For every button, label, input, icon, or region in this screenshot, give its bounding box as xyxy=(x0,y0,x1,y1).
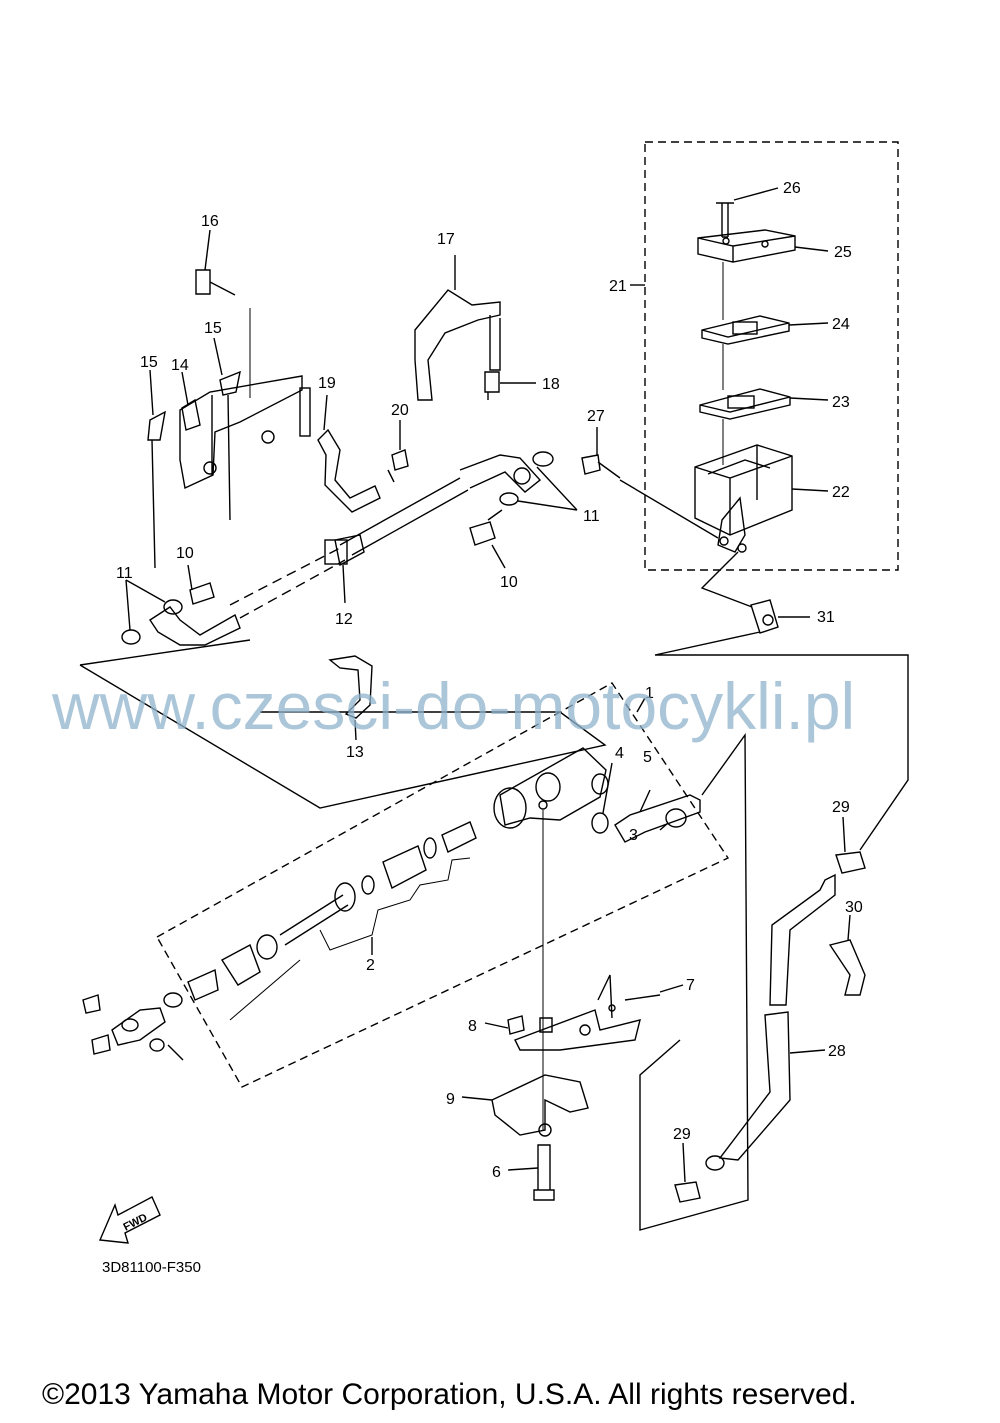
callout-10a: 10 xyxy=(176,545,194,562)
bracket-19 xyxy=(317,428,381,513)
fwd-arrow xyxy=(98,1196,161,1244)
bracket-7 xyxy=(514,974,641,1051)
callout-5: 5 xyxy=(643,749,652,766)
callout-6: 6 xyxy=(492,1164,501,1181)
screw-26 xyxy=(716,202,734,238)
diaphragm-23 xyxy=(699,388,791,420)
fwd-label: FWD xyxy=(122,1212,150,1234)
callout-21: 21 xyxy=(609,278,627,295)
bolt-10a xyxy=(189,582,215,605)
piston-assembly xyxy=(441,821,477,853)
nut-clevis xyxy=(91,1034,111,1055)
callout-11b: 11 xyxy=(583,508,600,525)
clamp-30 xyxy=(828,939,866,996)
bracket-14 xyxy=(179,375,303,490)
watermark: www.czesci-do-motocykli.pl xyxy=(52,669,856,743)
master-cylinder-group-box xyxy=(156,682,730,1088)
callout-18: 18 xyxy=(542,376,560,393)
callout-20: 20 xyxy=(391,402,409,419)
bolt-20 xyxy=(387,449,409,483)
clip-31 xyxy=(750,599,779,634)
callout-23: 23 xyxy=(832,394,850,411)
callout-24: 24 xyxy=(832,316,850,333)
callout-30: 30 xyxy=(845,899,863,916)
callout-11a: 11 xyxy=(116,565,133,582)
hose-clamp-29a xyxy=(835,851,866,874)
bolt-8 xyxy=(507,1015,525,1035)
bolt-10b xyxy=(469,509,503,546)
circlip-3 xyxy=(665,808,687,828)
clamp-13 xyxy=(328,655,373,719)
callout-10b: 10 xyxy=(500,574,518,591)
callout-7: 7 xyxy=(686,977,695,994)
callout-8: 8 xyxy=(468,1018,477,1035)
copyright-notice: ©2013 Yamaha Motor Corporation, U.S.A. A… xyxy=(42,1378,857,1411)
callout-14: 14 xyxy=(171,357,189,374)
callout-29b: 29 xyxy=(673,1126,691,1143)
diaphragm-plate-24 xyxy=(701,315,790,345)
hose-joint-5 xyxy=(614,794,701,843)
callout-4: 4 xyxy=(615,745,624,762)
bolt-clevis xyxy=(82,994,101,1014)
reservoir-22 xyxy=(694,444,793,536)
callout-15a: 15 xyxy=(140,354,158,371)
callout-12: 12 xyxy=(335,611,353,628)
hose-28 xyxy=(769,873,836,1006)
callout-31: 31 xyxy=(817,609,835,626)
callout-1: 1 xyxy=(645,685,654,702)
o-ring-4 xyxy=(591,812,609,834)
master-cylinder-body xyxy=(499,747,607,826)
callout-9: 9 xyxy=(446,1091,455,1108)
clamp-14 xyxy=(181,398,201,431)
push-rod xyxy=(187,968,219,1001)
bolt-16 xyxy=(195,269,236,296)
callout-3: 3 xyxy=(629,827,638,844)
callout-28: 28 xyxy=(828,1043,846,1060)
callout-22: 22 xyxy=(832,484,850,501)
catalog-code: 3D81100-F350 xyxy=(102,1259,201,1276)
callout-19: 19 xyxy=(318,375,336,392)
callout-25: 25 xyxy=(834,244,852,261)
spring xyxy=(279,894,349,946)
collar-12 xyxy=(324,539,348,565)
callout-17: 17 xyxy=(437,231,455,248)
hose-clamp-29b xyxy=(674,1181,701,1203)
brake-hose xyxy=(339,477,469,556)
bracket-17 xyxy=(414,255,501,401)
cable-tie-15a xyxy=(147,410,166,569)
bolt-6 xyxy=(533,1144,555,1201)
callout-26: 26 xyxy=(783,180,801,197)
cable-tie-15b xyxy=(219,370,241,521)
bolt-27 xyxy=(581,454,621,479)
clevis xyxy=(111,1007,166,1046)
callout-13: 13 xyxy=(346,744,364,761)
seal xyxy=(256,934,278,960)
reservoir-group-box xyxy=(644,141,899,571)
callout-15b: 15 xyxy=(204,320,222,337)
callout-29a: 29 xyxy=(832,799,850,816)
guard-9 xyxy=(491,1074,589,1136)
reservoir-cap-25 xyxy=(697,229,796,263)
callout-27: 27 xyxy=(587,408,605,425)
callout-16: 16 xyxy=(201,213,219,230)
callout-2: 2 xyxy=(366,957,375,974)
